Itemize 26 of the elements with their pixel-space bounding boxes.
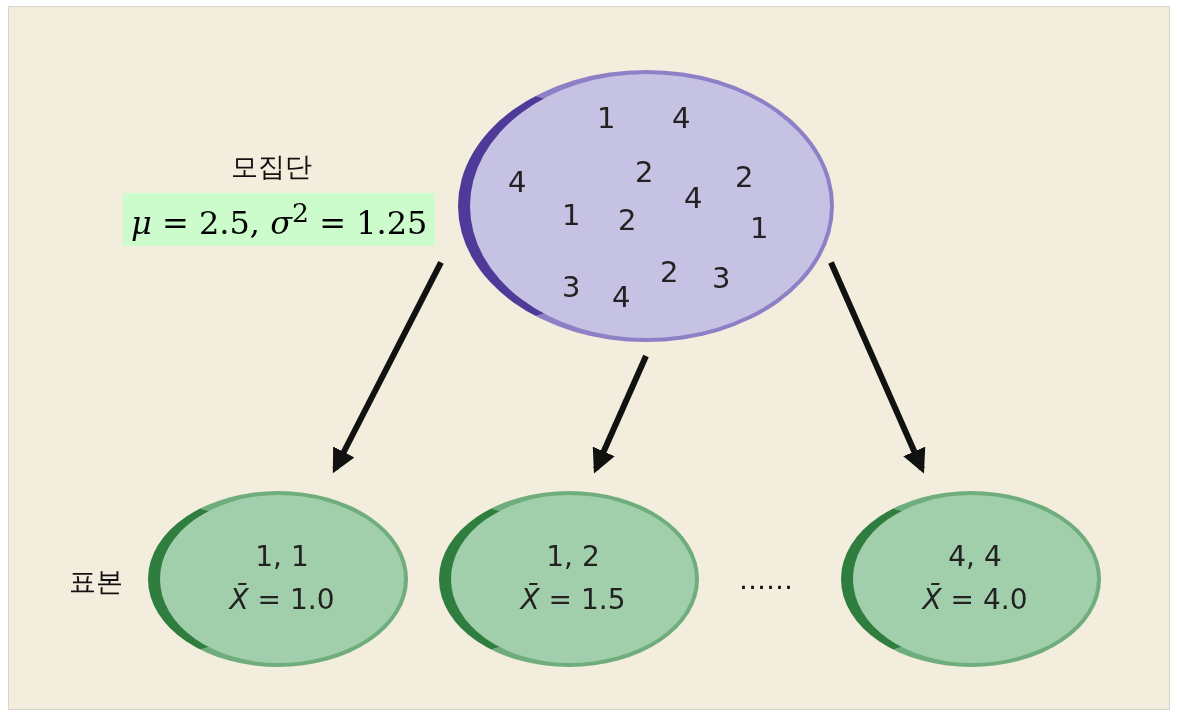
sample-label: 표본: [69, 568, 123, 595]
sample-values: 4, 4: [948, 542, 1002, 573]
arrow: [592, 354, 649, 474]
arrow: [828, 261, 926, 474]
number-label: 1: [562, 201, 581, 230]
ellipsis: ……: [739, 566, 793, 593]
number-label: 4: [508, 168, 527, 197]
number-label: 4: [612, 283, 631, 312]
number-label: 2: [660, 258, 679, 287]
number-label: 2: [635, 158, 654, 187]
number-label: 1: [597, 104, 616, 133]
sample-values: 1, 1: [255, 542, 309, 573]
parameter-formula: μ = 2.5, σ$^{2}$ = 1.25: [123, 193, 436, 247]
sample-mean: X̄ = 4.0: [922, 585, 1028, 616]
number-label: 1: [750, 214, 769, 243]
population-label: 모집단: [231, 153, 312, 180]
sample-mean: X̄ = 1.0: [229, 585, 335, 616]
number-label: 4: [672, 104, 691, 133]
number-label: 2: [618, 206, 637, 235]
sample-mean: X̄ = 1.5: [520, 585, 626, 616]
sample-values: 1, 2: [546, 542, 600, 573]
arrow: [332, 261, 444, 474]
number-label: 2: [735, 163, 754, 192]
number-label: 3: [712, 264, 731, 293]
number-label: 3: [562, 273, 581, 302]
number-label: 4: [684, 184, 703, 213]
